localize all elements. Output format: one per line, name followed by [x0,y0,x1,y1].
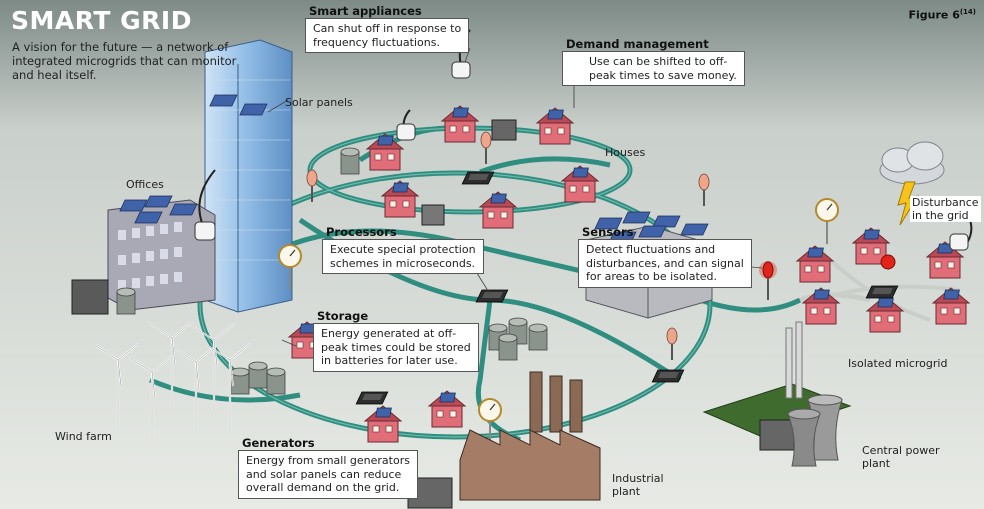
callout-box: Execute special protection schemes in mi… [322,239,484,274]
callout-title: Processors [326,225,397,239]
label-disturbance: Disturbance in the grid [910,196,981,222]
callout-box: Can shut off in response to frequency fl… [305,18,470,53]
appliance-icon [491,119,517,141]
label-industrial-plant: Industrial plant [612,472,664,498]
callout-smart-appliances: Smart appliances Can shut off in respons… [305,4,470,53]
office-plug-icon [194,169,216,241]
industrial-plant [459,371,601,501]
callout-box: Energy from small generators and solar p… [238,450,418,499]
office-tank-icon [340,147,360,175]
sensor-alert-icon [759,261,777,300]
callout-box: Use can be shifted to off- peak times to… [562,51,745,86]
figure-label: Figure 6(14) [908,8,977,22]
label-offices: Offices [126,178,164,191]
label-isolated-microgrid: Isolated microgrid [848,357,948,370]
processor-chip-icon [461,171,495,185]
label-solar-panels: Solar panels [285,96,353,109]
appliance-icon [421,204,445,226]
central-power-plant [702,321,852,467]
page-subtitle: A vision for the future — a network of i… [12,40,237,82]
processor-chip-icon [355,391,389,405]
processor-chip-icon [475,289,509,303]
office-building [107,195,216,311]
callout-title: Demand management [566,37,709,51]
callout-title: Generators [242,436,315,450]
callout-title: Sensors [582,225,634,239]
microgrid-plug-icon [949,219,973,251]
isolated-microgrid [796,198,970,333]
callout-title: Storage [317,309,369,323]
callout-processors: Processors Execute special protection sc… [322,226,484,274]
callout-box: Energy generated at off- peak times coul… [313,323,479,372]
callout-title: Smart appliances [309,4,422,18]
callout-sensors: Sensors Detect fluctuations and disturba… [578,226,752,288]
callout-generators: Generators Energy from small generators … [238,437,418,499]
callout-storage: Storage Energy generated at off- peak ti… [313,310,479,372]
office-tower [204,39,293,313]
callout-box: Detect fluctuations and disturbances, an… [578,239,752,288]
processor-chip-icon [651,369,685,383]
label-houses: Houses [605,146,646,159]
callout-demand-management: Demand management Use can be shifted to … [562,38,745,86]
label-central-power-plant: Central power plant [862,444,940,470]
page-title: SMART GRID [11,6,192,35]
office-side-tank-icon [116,287,136,315]
label-wind-farm: Wind farm [55,430,112,443]
office-generator-icon [71,279,109,315]
disturbance-cloud-icon [879,141,945,226]
